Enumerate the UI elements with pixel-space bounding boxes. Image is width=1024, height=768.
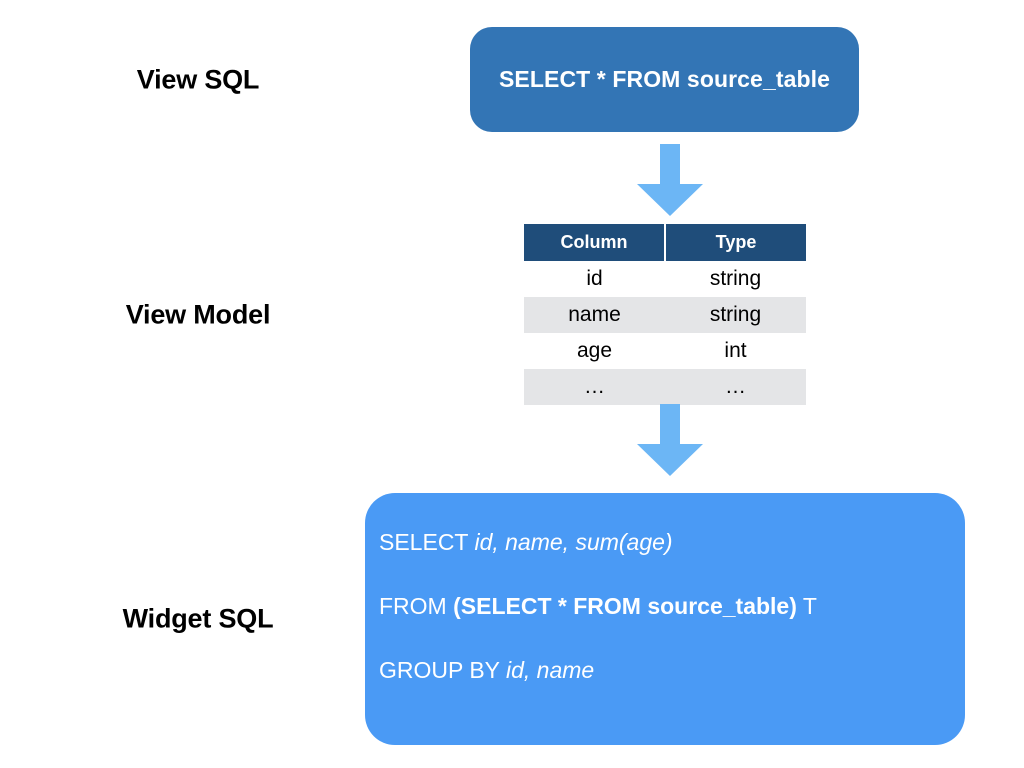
table-cell-column: age xyxy=(524,333,665,369)
widget-sql-line-from: FROM (SELECT * FROM source_table) T xyxy=(379,595,965,618)
sql-subquery: (SELECT * FROM source_table) xyxy=(453,593,797,619)
table-cell-column: name xyxy=(524,297,665,333)
table-cell-type: int xyxy=(665,333,806,369)
sql-keyword-select: SELECT xyxy=(379,529,475,555)
view-model-table: Column Type id string name string age in… xyxy=(524,224,806,405)
label-view-model: View Model xyxy=(125,299,271,330)
table-row: age int xyxy=(524,333,806,369)
table-row: … … xyxy=(524,369,806,405)
widget-sql-line-group-by: GROUP BY id, name xyxy=(379,659,965,682)
label-widget-sql: Widget SQL xyxy=(122,603,274,634)
down-arrow-icon-2 xyxy=(637,404,703,476)
table-cell-type: … xyxy=(665,369,806,405)
table-cell-type: string xyxy=(665,261,806,297)
table-header-column: Column xyxy=(524,224,666,261)
sql-alias: T xyxy=(796,593,817,619)
table-header-row: Column Type xyxy=(524,224,806,261)
label-view-sql: View SQL xyxy=(136,64,260,95)
sql-columns-select: id, name, sum(age) xyxy=(474,529,673,555)
view-sql-query-text: SELECT * FROM source_table xyxy=(498,66,831,92)
sql-columns-group-by: id, name xyxy=(505,657,595,683)
table-row: id string xyxy=(524,261,806,297)
table-row: name string xyxy=(524,297,806,333)
sql-keyword-from: FROM xyxy=(379,593,454,619)
table-cell-type: string xyxy=(665,297,806,333)
table-cell-column: … xyxy=(524,369,665,405)
table-cell-column: id xyxy=(524,261,665,297)
table-header-type: Type xyxy=(665,224,806,261)
widget-sql-box: SELECT id, name, sum(age) FROM (SELECT *… xyxy=(365,493,965,745)
down-arrow-icon-1 xyxy=(637,144,703,216)
widget-sql-line-select: SELECT id, name, sum(age) xyxy=(379,531,965,554)
view-sql-box: SELECT * FROM source_table xyxy=(470,27,859,132)
sql-keyword-group-by: GROUP BY xyxy=(379,657,506,683)
